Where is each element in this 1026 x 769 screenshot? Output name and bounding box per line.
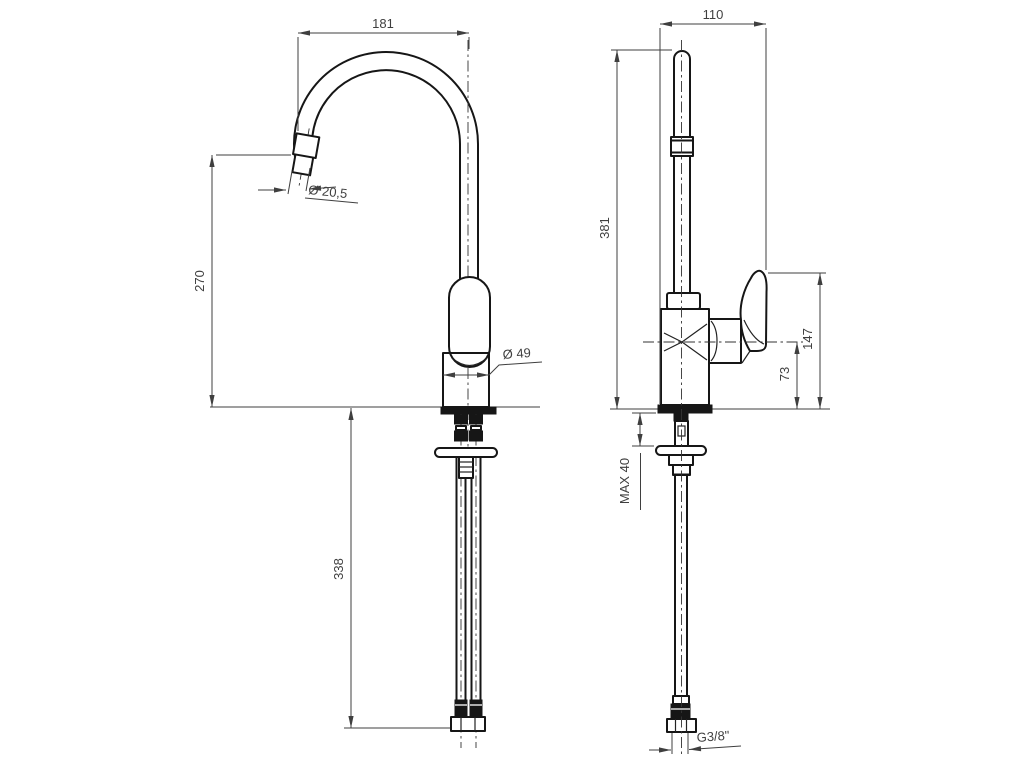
aerator-band — [292, 132, 321, 160]
mounting-washer-side — [655, 445, 707, 456]
collar-side — [666, 292, 701, 310]
dim-side-width: 110 — [659, 7, 767, 404]
dim-handle-top-height: 147 — [768, 272, 826, 409]
dim-total-height: 381 — [597, 49, 672, 409]
handle-lever — [739, 269, 768, 364]
dim-body-diameter: Ø 49 — [443, 345, 543, 378]
dim-label-handle-top-height: 147 — [800, 328, 815, 350]
end-nut-front — [450, 716, 486, 732]
dim-spout-reach: 181 — [297, 16, 470, 131]
hose-connectors — [454, 414, 483, 442]
handle-housing-front — [448, 276, 491, 368]
dim-label-side-width: 110 — [703, 7, 724, 22]
dim-label-hose-length: 338 — [331, 558, 346, 580]
dim-thread-size: G3/8" — [649, 728, 742, 754]
dim-label-spout-reach: 181 — [372, 16, 394, 31]
base-plate-front — [440, 406, 497, 415]
dim-label-body-diameter: Ø 49 — [502, 345, 531, 362]
front-view: 181 Ø 20,5 270 Ø 49 338 — [192, 16, 543, 748]
housing-bottom-arc — [451, 357, 488, 367]
spout-side — [670, 50, 694, 301]
spout-tip — [291, 128, 321, 188]
dim-label-thread-size: G3/8" — [696, 728, 730, 745]
dim-label-handle-axis-height: 73 — [777, 367, 792, 381]
dim-max-deck-thickness: MAX 40 — [617, 412, 656, 510]
dim-outlet-diameter: Ø 20,5 — [258, 167, 359, 204]
dim-handle-axis-height: 73 — [777, 342, 800, 409]
dim-label-total-height: 381 — [597, 217, 612, 239]
hose-collar-side — [672, 695, 690, 705]
dim-outlet-height: 270 — [192, 154, 291, 407]
body-facet-lines — [663, 323, 708, 361]
dim-label-max-deck-thickness: MAX 40 — [617, 458, 632, 504]
under-deck-side — [655, 412, 707, 733]
dim-label-outlet-diameter: Ø 20,5 — [308, 182, 348, 201]
body-side — [660, 308, 710, 406]
supply-hoses-front — [434, 414, 498, 748]
base-plate-side — [657, 404, 713, 414]
gooseneck-spout — [291, 51, 479, 285]
side-view: 110 381 147 73 MAX 40 — [597, 7, 830, 757]
aerator-band-side — [670, 136, 694, 157]
mounting-washer-front — [434, 447, 498, 458]
valve-housing — [708, 318, 742, 364]
dim-label-outlet-height: 270 — [192, 270, 207, 292]
threaded-stud-front — [458, 456, 474, 479]
dim-hose-length: 338 — [331, 408, 450, 729]
hose-end-fittings-front — [450, 699, 486, 732]
